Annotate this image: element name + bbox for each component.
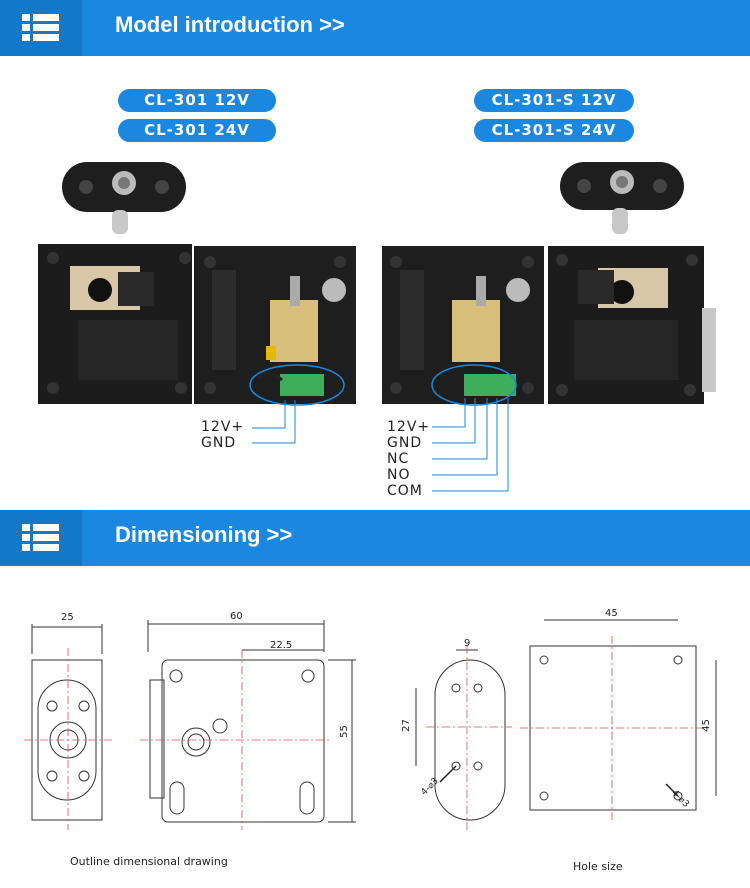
wire-label: 12V+ <box>387 419 431 435</box>
dim-label: 60 <box>230 611 243 622</box>
list-icon <box>0 0 82 56</box>
section-banner-dimensioning: Dimensioning >> <box>0 510 750 566</box>
dim-label: 27 <box>400 719 412 732</box>
dim-label: 45 <box>700 719 712 732</box>
wire-label: NC <box>387 451 410 467</box>
dim-label: 22.5 <box>270 640 293 651</box>
dim-label: 9 <box>464 638 471 649</box>
caption-hole-size: Hole size <box>573 860 623 873</box>
dim-label: 45 <box>605 608 618 619</box>
lock-body-left <box>194 246 356 406</box>
model-pill: CL-301 12V <box>118 89 276 112</box>
lock-body-right <box>382 246 544 406</box>
lock-cover-left <box>38 244 192 404</box>
section-banner-intro: Model introduction >> <box>0 0 750 56</box>
lock-cover-right <box>548 246 716 404</box>
section-title-intro: Model introduction >> <box>115 12 345 37</box>
wire-label: GND <box>201 435 237 451</box>
dim-label: 55 <box>338 725 350 738</box>
model-pill: CL-301-S 12V <box>474 89 634 112</box>
list-icon <box>0 510 82 566</box>
wiring-lines-left <box>252 400 296 444</box>
wiring-lines-right <box>432 398 509 492</box>
wire-label: GND <box>387 435 423 451</box>
caption-outline: Outline dimensional drawing <box>70 855 228 868</box>
strike-plate-right <box>560 162 684 234</box>
wire-label: NO <box>387 467 411 483</box>
model-pill: CL-301 24V <box>118 119 276 142</box>
wire-label: 12V+ <box>201 419 245 435</box>
model-pill: CL-301-S 24V <box>474 119 634 142</box>
wire-label: COM <box>387 483 423 499</box>
section-title-dimensioning: Dimensioning >> <box>115 522 293 547</box>
strike-plate-left <box>62 162 186 234</box>
dim-label: 25 <box>61 612 74 623</box>
